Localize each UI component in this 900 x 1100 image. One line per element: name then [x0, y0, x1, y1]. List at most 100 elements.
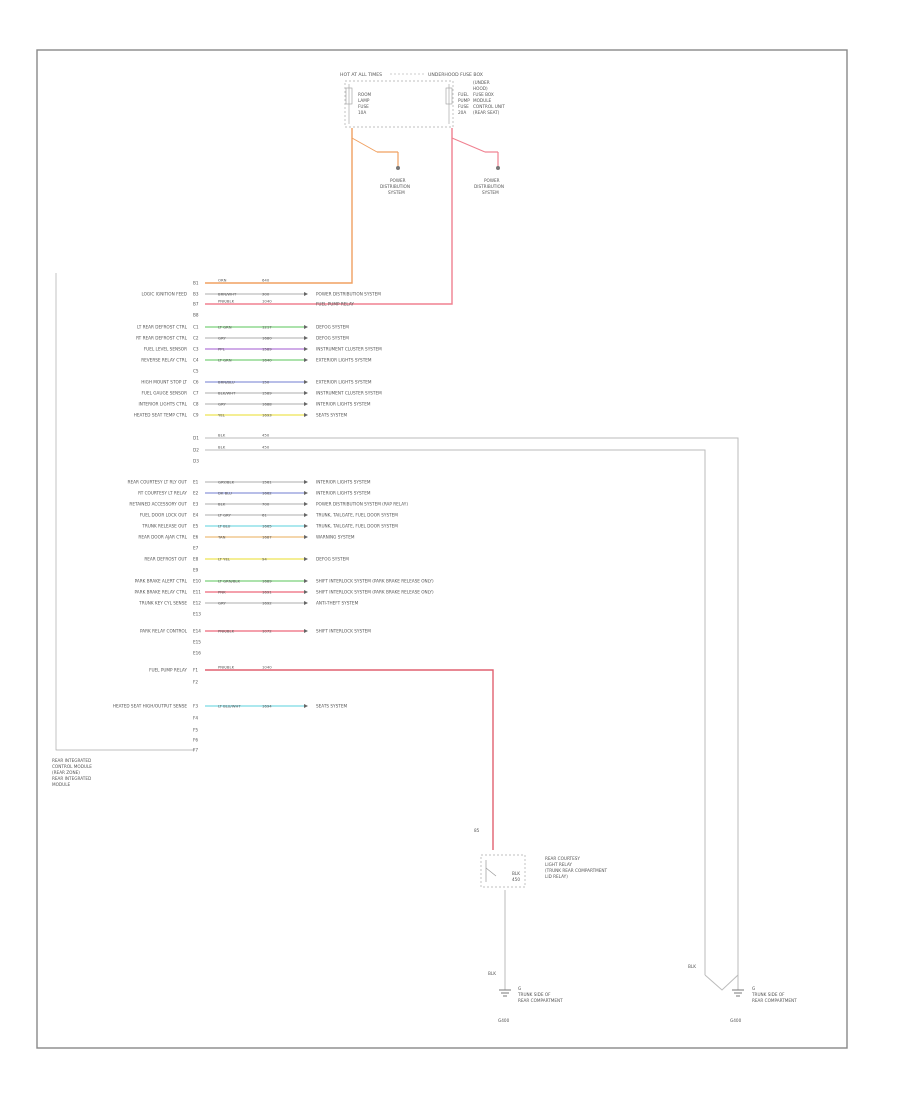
fuse-right-note: (UNDER HOOD) FUSE BOX MODULE CONTROL UNI… — [473, 80, 505, 115]
module-pin-d3: D3 — [193, 459, 199, 464]
pin-wire-color: PPL — [218, 347, 226, 352]
module-pin-e5: E5 TRUNK RELEASE OUT LT BLU 1665 TRUNK, TAIL… — [141, 524, 398, 529]
pin-wire-color: BRN/BLU — [218, 380, 235, 385]
fuse-right-symbol — [445, 87, 453, 105]
pin-wire-color: BLK — [218, 502, 226, 507]
ground-right-symbol — [732, 989, 744, 997]
pin-circuit: 94 — [262, 557, 267, 562]
module-pin-b8: B8 — [193, 313, 199, 318]
pin-circuit: 1680 — [262, 336, 272, 341]
svg-text:SYSTEM: SYSTEM — [482, 190, 499, 195]
pin-circuit: 1694 — [262, 704, 272, 709]
fuse-left-symbol — [345, 87, 353, 105]
pin-wire-color: ORN — [218, 278, 227, 283]
ground-right-wire: BLK — [688, 964, 696, 969]
pin-number: C1 — [193, 325, 199, 330]
pin-circuit: 1640 — [262, 358, 272, 363]
pin-number: D3 — [193, 459, 199, 464]
pin-destination: SEATS SYSTEM — [316, 704, 347, 709]
pin-destination: TRUNK, TAILGATE, FUEL DOOR SYSTEM — [315, 524, 398, 529]
pin-arrow — [304, 502, 308, 506]
pin-wire-color: PNK/BLK — [218, 299, 235, 304]
pin-label: FUEL LEVEL SENSOR — [144, 347, 187, 352]
module-pin-e15: E15 — [193, 640, 201, 645]
pin-arrow — [304, 347, 308, 351]
ground-left-symbol — [499, 989, 511, 997]
pin-circuit: 150 — [262, 380, 270, 385]
pin-number: B8 — [193, 313, 199, 318]
pin-number: E1 — [193, 480, 199, 485]
pin-wire-color: PNK/BLK — [218, 665, 235, 670]
pin-circuit: 1692 — [262, 601, 272, 606]
pin-number: E16 — [193, 651, 201, 656]
pin-destination: TRUNK, TAILGATE, FUEL DOOR SYSTEM — [315, 513, 398, 518]
pin-circuit: 1688 — [262, 402, 272, 407]
svg-text:CONTROL MODULE: CONTROL MODULE — [52, 764, 92, 769]
svg-text:MODULE: MODULE — [473, 98, 492, 103]
pin-label: REAR DOOR AJAR CTRL — [138, 535, 187, 540]
pin-number: E5 — [193, 524, 199, 529]
pin-wire-color: GRY/BLK — [218, 480, 235, 485]
pin-destination: SHIFT INTERLOCK SYSTEM (PARK BRAKE RELEA… — [316, 579, 434, 584]
pin-destination: EXTERIOR LIGHTS SYSTEM — [316, 380, 372, 385]
pin-destination: SHIFT INTERLOCK SYSTEM — [316, 629, 371, 634]
pin-circuit: 61 — [262, 513, 267, 518]
pin-label: TRUNK RELEASE OUT — [141, 524, 187, 529]
pin-wire-color: GRY — [218, 402, 226, 407]
svg-text:FUSE: FUSE — [458, 104, 469, 109]
pin-label: REAR DEFROST OUT — [144, 557, 187, 562]
pin-number: C7 — [193, 391, 199, 396]
pin-destination: INSTRUMENT CLUSTER SYSTEM — [316, 347, 382, 352]
pin-wire-color: LT GRN — [218, 325, 232, 330]
pin-arrow — [304, 380, 308, 384]
svg-text:DISTRIBUTION: DISTRIBUTION — [380, 184, 410, 189]
pin-number: F6 — [193, 738, 198, 743]
svg-text:TRUNK SIDE OF: TRUNK SIDE OF — [517, 992, 551, 997]
pin-wire-color: BLK — [218, 433, 226, 438]
pin-arrow — [304, 413, 308, 417]
pin-wire-color: BLK — [218, 445, 226, 450]
wire-ground-right-inner — [205, 449, 706, 975]
pin-destination: DEFOG SYSTEM — [316, 325, 349, 330]
relay-box — [480, 854, 526, 888]
pin-label: RT COURTESY LT RELAY — [138, 491, 187, 496]
pin-circuit: 1561 — [262, 480, 272, 485]
pin-number: E15 — [193, 640, 201, 645]
svg-text:TRUNK SIDE OF: TRUNK SIDE OF — [751, 992, 785, 997]
svg-text:REAR INTEGRATED: REAR INTEGRATED — [52, 758, 91, 763]
pin-wire-color: LT BLU — [218, 524, 231, 529]
ground-left-label: G TRUNK SIDE OF REAR COMPARTMENT — [517, 986, 563, 1003]
power-distribution-right: POWER DISTRIBUTION SYSTEM — [474, 178, 504, 195]
pin-circuit: 300 — [262, 292, 270, 297]
pin-label: HIGH MOUNT STOP LT — [141, 380, 187, 385]
pin-number: D1 — [193, 436, 199, 441]
pin-destination: INTERIOR LIGHTS SYSTEM — [316, 402, 371, 407]
pin-wire-color: LT GRN — [218, 358, 232, 363]
pin-arrow — [304, 590, 308, 594]
pin-circuit: 1589 — [262, 347, 272, 352]
pin-arrow — [304, 325, 308, 329]
pin-circuit: 1665 — [262, 524, 272, 529]
pin-wire-color: LT YEL — [218, 557, 231, 562]
module-pin-e7: E7 — [193, 546, 199, 551]
module-pin-e9: E9 — [193, 568, 199, 573]
pin-circuit: 1589 — [262, 391, 272, 396]
power-distribution-left: POWER DISTRIBUTION SYSTEM — [380, 178, 410, 195]
svg-text:LAMP: LAMP — [358, 98, 370, 103]
pin-wire-color: YEL — [218, 413, 226, 418]
wire-room-lamp-tap — [351, 137, 378, 153]
pin-wire-color: LT BLU/WHT — [218, 704, 241, 709]
svg-text:LID RELAY): LID RELAY) — [545, 874, 568, 879]
fuse-header: HOT AT ALL TIMES — [340, 72, 382, 78]
pin-number: C6 — [193, 380, 199, 385]
svg-text:MODULE: MODULE — [52, 782, 71, 787]
pin-circuit: 1693 — [262, 413, 272, 418]
pin-number: B1 — [193, 281, 199, 286]
